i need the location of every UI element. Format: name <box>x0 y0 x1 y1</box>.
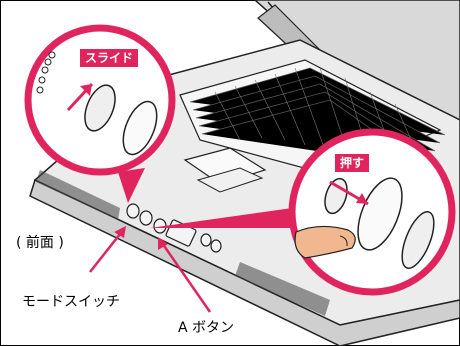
zoom-speaker-dots <box>36 51 56 94</box>
mode-switch-label: モードスイッチ <box>22 294 120 310</box>
finger-icon <box>294 225 356 259</box>
a-button-label: A ボタン <box>178 320 235 336</box>
push-arrow-icon <box>329 180 369 206</box>
front-label: ( 前面 ) <box>16 235 64 251</box>
left-speaker-grille <box>36 170 120 220</box>
leader-line-mode-switch <box>89 226 126 273</box>
push-label: 押す <box>335 154 370 172</box>
zoom-pointer-left <box>118 168 145 203</box>
leader-line-a-button <box>158 237 212 313</box>
zoom-pointer-right <box>150 208 295 228</box>
right-speaker-grille <box>235 262 330 316</box>
laptop-front-edge <box>29 178 460 346</box>
slide-arrow-icon <box>66 82 94 112</box>
slide-label: スライド <box>80 49 139 67</box>
zoom-switch-detail <box>84 84 158 156</box>
touchpad-buttons <box>196 167 264 193</box>
